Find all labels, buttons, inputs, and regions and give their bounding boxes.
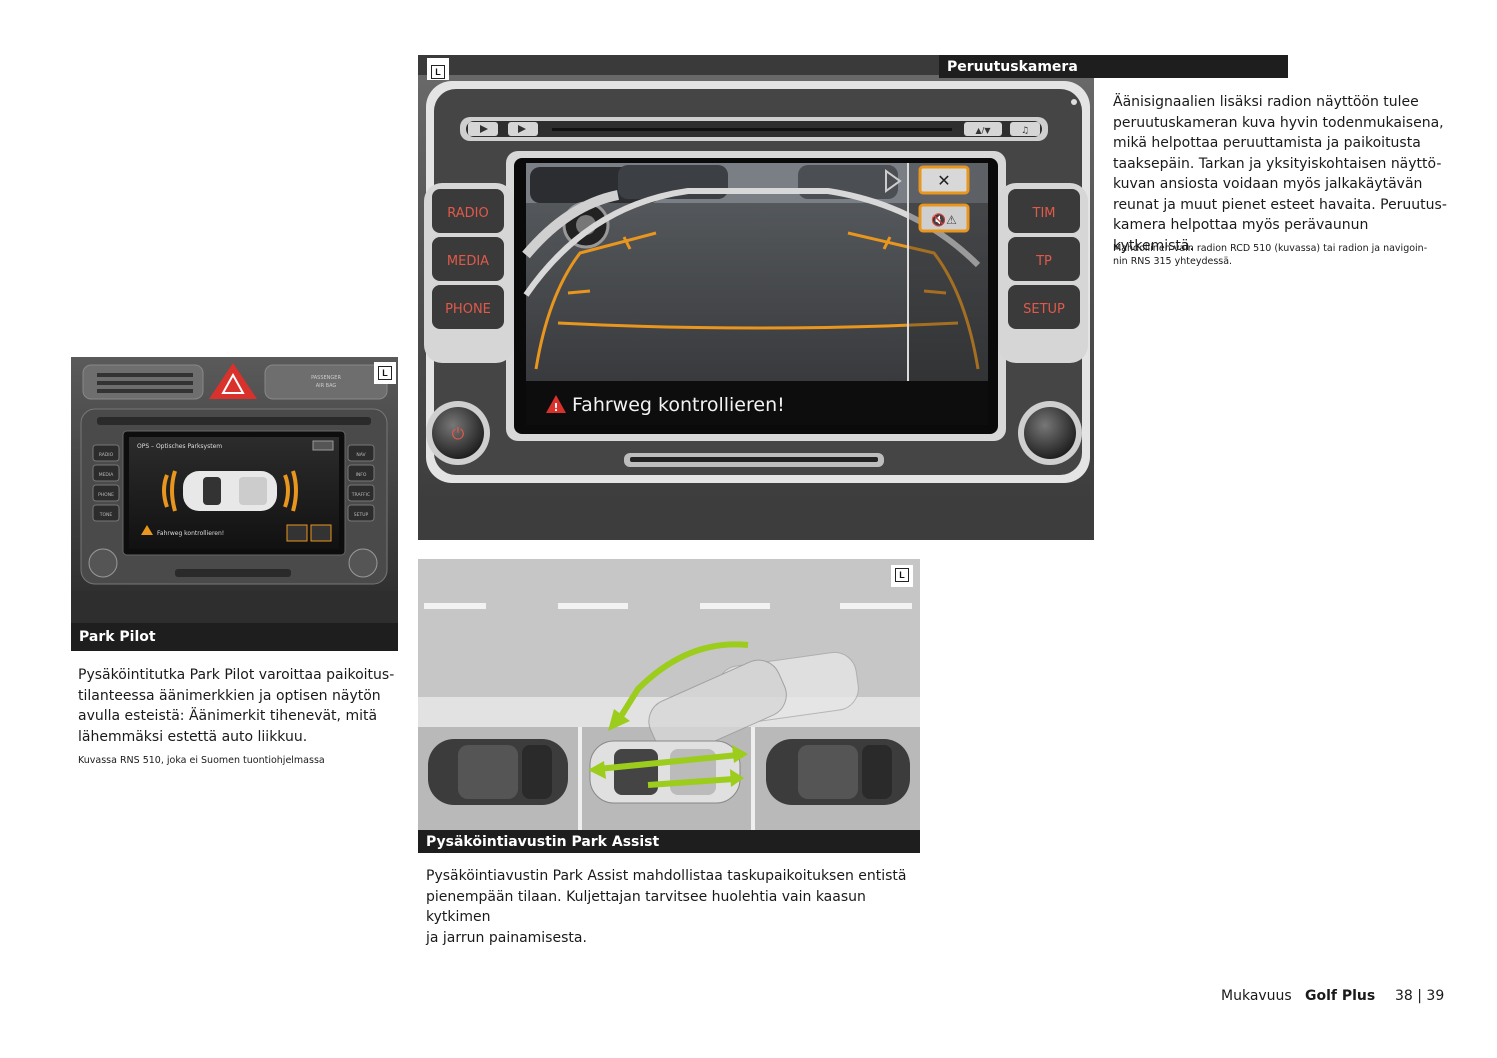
camera-warning-text: Fahrweg kontrollieren! [572, 394, 785, 416]
svg-text:INFO: INFO [356, 472, 367, 478]
mute-warning-button[interactable] [918, 203, 970, 233]
svg-text:MEDIA: MEDIA [447, 254, 489, 269]
camera-image: ▲/▼ ♫ [418, 55, 1094, 540]
camera-illustration: ▲/▼ ♫ [418, 55, 1094, 540]
power-icon: ⏻ [452, 424, 465, 443]
play-icon [885, 169, 902, 193]
camera-left-buttons: RADIO MEDIA PHONE [424, 183, 514, 363]
svg-text:TP: TP [1035, 254, 1052, 269]
svg-text:NAV: NAV [356, 452, 366, 458]
svg-text:SETUP: SETUP [1023, 302, 1065, 317]
parked-car-left-icon [428, 739, 568, 805]
park-assist-badge: L [895, 568, 909, 582]
warning-icon [546, 395, 566, 413]
svg-text:PHONE: PHONE [98, 492, 114, 498]
camera-badge: L [431, 65, 445, 79]
camera-note: Mahdollinen vain radion RCD 510 (kuvassa… [1113, 243, 1428, 267]
svg-text:RADIO: RADIO [99, 452, 114, 458]
svg-text:SETUP: SETUP [354, 512, 369, 518]
park-pilot-paragraph: Pysäköintitutka Park Pilot varoittaa pai… [78, 667, 395, 745]
camera-paragraph: Äänisignaalien lisäksi radion näyttöön t… [1113, 94, 1447, 254]
passenger-label: PASSENGER [311, 375, 341, 381]
svg-text:TRAFFIC: TRAFFIC [351, 492, 370, 498]
reverse-arrow-icon [615, 641, 749, 723]
svg-text:TONE: TONE [99, 512, 113, 518]
mute-icon: 🔇⚠ [931, 213, 957, 227]
svg-text:TIM: TIM [1032, 206, 1056, 221]
camera-view: ✕ 🔇⚠ [522, 163, 988, 381]
park-pilot-illustration: PASSENGER AIR BAG OPS – Optisches Parksy… [71, 357, 398, 623]
maneuver-car-final-icon [589, 740, 741, 804]
park-pilot-caption: Park Pilot [71, 623, 398, 651]
camera-right-buttons: TIM TP SETUP [998, 183, 1088, 363]
parked-car-right-icon [766, 739, 910, 805]
pp-warning-text: Fahrweg kontrollieren! [157, 530, 224, 537]
music-note-icon: ♫ [1021, 126, 1029, 136]
camera-caption: Peruutuskamera [939, 55, 1288, 78]
svg-text:RADIO: RADIO [447, 206, 488, 221]
svg-text:▲/▼: ▲/▼ [976, 126, 992, 135]
maneuver-car-ghost-icon [648, 651, 859, 757]
footer-model: Golf Plus [1305, 988, 1376, 1004]
close-icon: ✕ [937, 171, 950, 190]
back-icon [312, 440, 334, 451]
park-assist-illustration [418, 559, 920, 830]
footer-section: Mukavuus [1221, 988, 1292, 1004]
pp-right-buttons: NAV INFO TRAFFIC SETUP [347, 444, 375, 522]
airbag-label: AIR BAG [316, 383, 337, 389]
hazard-icon [209, 363, 257, 399]
close-button[interactable] [918, 165, 970, 195]
park-pilot-image: PASSENGER AIR BAG OPS – Optisches Parksy… [71, 357, 398, 623]
park-assist-paragraph: Pysäköintiavustin Park Assist mahdollist… [426, 868, 907, 946]
footer-page-numbers: 38 | 39 [1395, 988, 1445, 1004]
park-pilot-badge: L [378, 366, 392, 380]
pp-power-knob [88, 548, 118, 578]
ops-title: OPS – Optisches Parksystem [137, 443, 222, 450]
pp-volume-knob [348, 548, 378, 578]
park-assist-image: L [418, 559, 920, 830]
svg-text:!: ! [553, 401, 558, 414]
svg-text:MEDIA: MEDIA [99, 472, 115, 478]
park-assist-caption: Pysäköintiavustin Park Assist [418, 830, 920, 853]
svg-text:PHONE: PHONE [445, 302, 491, 317]
park-pilot-note: Kuvassa RNS 510, joka ei Suomen tuontioh… [78, 755, 325, 766]
pp-left-buttons: RADIO MEDIA PHONE TONE [92, 444, 120, 522]
